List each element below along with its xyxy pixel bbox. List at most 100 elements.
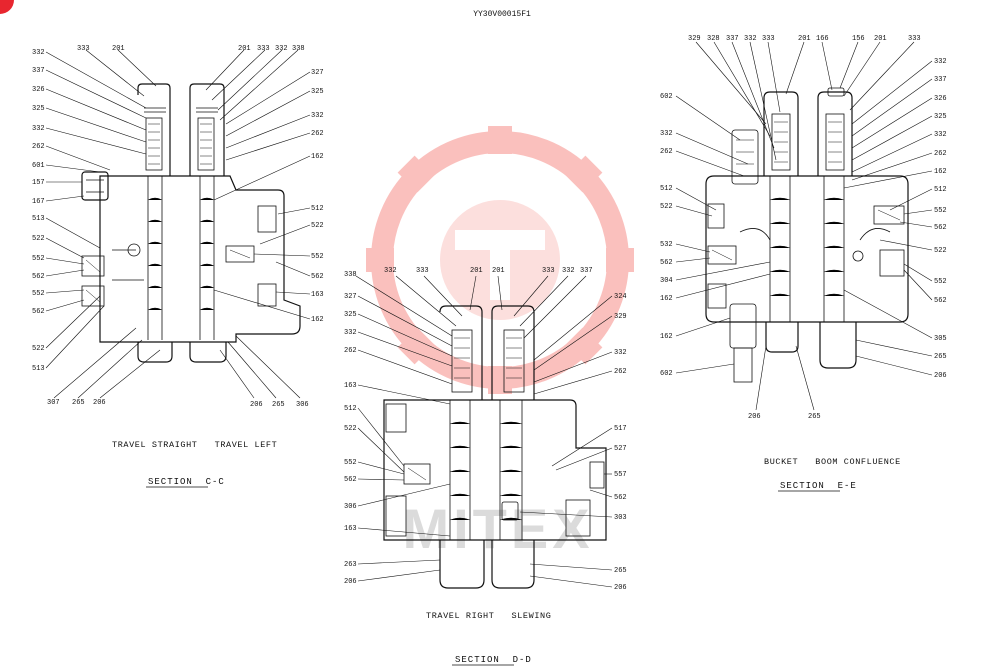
- callout: 262: [614, 368, 627, 376]
- callout: 332: [934, 58, 947, 66]
- callout: 338: [344, 271, 357, 279]
- callout: 329: [688, 35, 701, 43]
- callout: 332: [744, 35, 757, 43]
- callout: 562: [660, 259, 673, 267]
- callout: 262: [934, 150, 947, 158]
- callout: 333: [762, 35, 775, 43]
- callout: 163: [344, 382, 357, 390]
- callout: 201: [238, 45, 251, 53]
- corner-badge: [0, 0, 14, 14]
- callout: 162: [660, 333, 673, 341]
- callout: 332: [344, 329, 357, 337]
- section-d-caption: TRAVEL RIGHT SLEWING: [426, 611, 551, 621]
- section-c-labels: 332 333 201 201 333 332 338 337 326 325 …: [32, 45, 324, 409]
- callout: 262: [32, 143, 45, 151]
- callout: 332: [614, 349, 627, 357]
- callout: 327: [344, 293, 357, 301]
- callout: 552: [32, 290, 45, 298]
- callout: 602: [660, 93, 673, 101]
- callout: 552: [311, 253, 324, 261]
- callout: 206: [250, 401, 263, 409]
- callout: 201: [492, 267, 505, 275]
- callout: 562: [934, 224, 947, 232]
- callout: 166: [816, 35, 829, 43]
- callout: 167: [32, 198, 45, 206]
- section-c-leaders: [45, 49, 311, 399]
- callout: 326: [32, 86, 45, 94]
- callout: 562: [32, 273, 45, 281]
- callout: 522: [32, 345, 45, 353]
- callout: 163: [344, 525, 357, 533]
- callout: 206: [934, 372, 947, 380]
- callout: 532: [660, 241, 673, 249]
- section-c-title: SECTION C-C: [148, 477, 225, 487]
- callout: 562: [344, 476, 357, 484]
- callout: 303: [614, 514, 627, 522]
- section-e-title: SECTION E-E: [780, 481, 857, 491]
- callout: 201: [874, 35, 887, 43]
- callout: 337: [32, 67, 45, 75]
- callout: 201: [798, 35, 811, 43]
- callout: 562: [311, 273, 324, 281]
- section-c-caption: TRAVEL STRAIGHT TRAVEL LEFT: [112, 440, 277, 450]
- callout: 307: [47, 399, 60, 407]
- callout: 162: [934, 168, 947, 176]
- callout: 265: [808, 413, 821, 421]
- callout: 332: [384, 267, 397, 275]
- callout: 552: [934, 207, 947, 215]
- section-e-leaders: [675, 41, 933, 411]
- callout: 306: [344, 503, 357, 511]
- callout: 332: [660, 130, 673, 138]
- section-e-caption: BUCKET BOOM CONFLUENCE: [764, 457, 901, 467]
- callout: 522: [660, 203, 673, 211]
- callout: 332: [275, 45, 288, 53]
- callout: 513: [32, 215, 45, 223]
- callout: 333: [908, 35, 921, 43]
- callout: 206: [748, 413, 761, 421]
- drawing-id: YY30V00015F1: [473, 10, 531, 19]
- callout: 332: [311, 112, 324, 120]
- callout: 552: [344, 459, 357, 467]
- callout: 522: [344, 425, 357, 433]
- callout: 325: [934, 113, 947, 121]
- callout: 329: [614, 313, 627, 321]
- section-c-body: [81, 83, 301, 363]
- callout: 557: [614, 471, 627, 479]
- callout: 512: [934, 186, 947, 194]
- callout: 562: [614, 494, 627, 502]
- callout: 206: [614, 584, 627, 592]
- callout: 332: [562, 267, 575, 275]
- callout: 327: [311, 69, 324, 77]
- section-d-labels: 338 332 333 201 201 333 332 337 327 325 …: [344, 267, 627, 592]
- callout: 262: [344, 347, 357, 355]
- callout: 304: [660, 277, 673, 285]
- callout: 305: [934, 335, 947, 343]
- callout: 265: [272, 401, 285, 409]
- callout: 333: [77, 45, 90, 53]
- callout: 201: [470, 267, 483, 275]
- callout: 262: [660, 148, 673, 156]
- callout: 333: [257, 45, 270, 53]
- callout: 602: [660, 370, 673, 378]
- section-d-title: SECTION D-D: [455, 655, 532, 665]
- callout: 337: [934, 76, 947, 84]
- section-d-leaders: [355, 275, 613, 588]
- callout: 552: [32, 255, 45, 263]
- callout: 512: [660, 185, 673, 193]
- callout: 333: [416, 267, 429, 275]
- callout: 162: [660, 295, 673, 303]
- callout: 332: [934, 131, 947, 139]
- callout: 263: [344, 561, 357, 569]
- callout: 325: [311, 88, 324, 96]
- callout: 156: [852, 35, 865, 43]
- callout: 562: [32, 308, 45, 316]
- callout: 325: [344, 311, 357, 319]
- callout: 206: [344, 578, 357, 586]
- callout: 163: [311, 291, 324, 299]
- callout: 306: [296, 401, 309, 409]
- callout: 265: [72, 399, 85, 407]
- callout: 206: [93, 399, 106, 407]
- callout: 512: [344, 405, 357, 413]
- callout: 262: [311, 130, 324, 138]
